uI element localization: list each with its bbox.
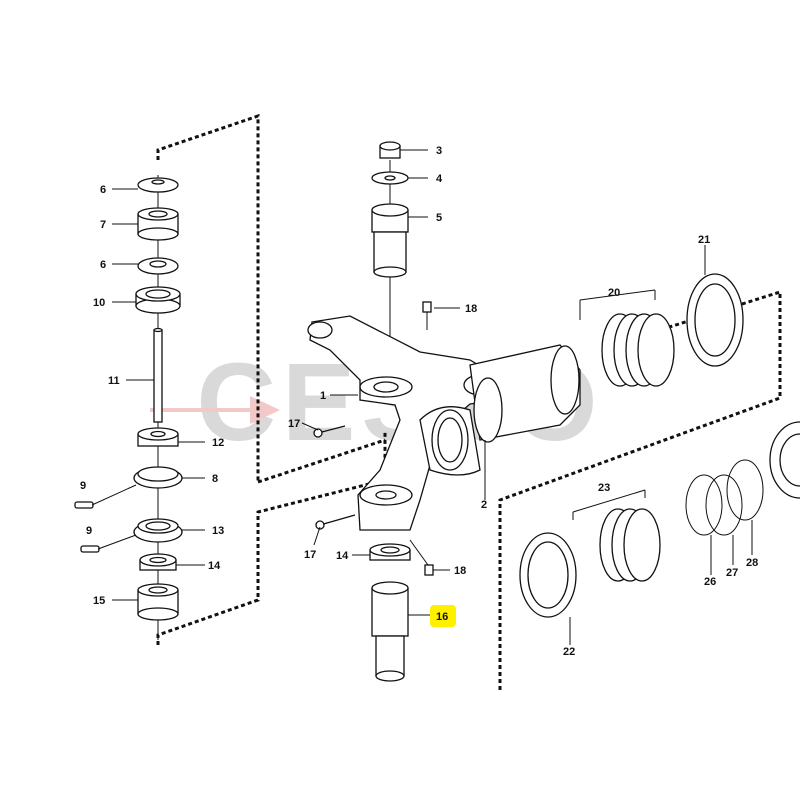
part-21-seal: [686, 273, 744, 367]
part-9-pin-b: [80, 545, 100, 553]
label-15: 15: [93, 595, 105, 607]
part-20-rings: [601, 313, 675, 387]
label-2: 2: [481, 499, 487, 511]
part-labels: 3 4 5 6 7 6 10 11 12 8 9 9 13 14 15 1 17…: [80, 145, 758, 658]
label-13: 13: [212, 525, 224, 537]
label-3: 3: [436, 145, 442, 157]
highlight-marker: [430, 605, 456, 627]
label-9-top: 9: [80, 480, 86, 492]
label-26: 26: [704, 576, 716, 588]
label-4: 4: [436, 173, 443, 185]
part-2-spindle: [469, 344, 581, 443]
label-16: 16: [436, 611, 448, 623]
part-14-washer-center: [369, 543, 411, 561]
part-10-cup: [135, 286, 181, 314]
label-1: 1: [320, 390, 326, 402]
label-5: 5: [436, 212, 442, 224]
center-stack: [369, 141, 411, 682]
label-23: 23: [598, 482, 610, 494]
label-28: 28: [746, 557, 758, 569]
part-12-nut: [137, 427, 179, 447]
label-9-bottom: 9: [86, 525, 92, 537]
part-15-bearing: [137, 583, 179, 621]
left-stack: [74, 175, 183, 640]
part-17-bolt-bottom: [315, 514, 356, 530]
part-14-washer-left: [139, 553, 177, 571]
part-8-ring: [133, 466, 183, 489]
part-27-snap-ring: [705, 474, 743, 536]
part-22-seal: [519, 532, 577, 618]
label-17-bottom: 17: [304, 549, 316, 561]
part-16-kingpin: [371, 581, 409, 682]
label-14-center: 14: [336, 550, 349, 562]
part-18-fitting-top: [422, 301, 432, 330]
label-22: 22: [563, 646, 575, 658]
part-7-bearing: [137, 207, 179, 241]
hub-partial: [769, 421, 800, 499]
label-11: 11: [108, 375, 120, 387]
part-3-nut: [379, 141, 401, 159]
label-17-top: 17: [288, 418, 300, 430]
label-27: 27: [726, 567, 738, 579]
part-13-ring: [133, 518, 183, 543]
label-21: 21: [698, 234, 710, 246]
part-6-washer-top: [137, 177, 179, 193]
label-18-top: 18: [465, 303, 477, 315]
part-11-pin: [153, 327, 163, 423]
label-14-left: 14: [208, 560, 221, 572]
part-26-snap-ring: [685, 474, 723, 536]
label-7: 7: [100, 219, 106, 231]
part-6-washer: [137, 257, 179, 275]
part-1-steering-knuckle: [307, 315, 501, 531]
label-6-lower: 6: [100, 259, 106, 271]
label-20: 20: [608, 287, 620, 299]
part-17-bolt-top: [313, 425, 346, 438]
label-18-bottom: 18: [454, 565, 466, 577]
part-18-fitting-bottom: [409, 539, 434, 576]
part-28-snap-ring: [726, 459, 764, 521]
part-5-sleeve: [371, 203, 409, 278]
label-10: 10: [93, 297, 105, 309]
watermark-arrow: [150, 396, 280, 424]
part-4-washer: [371, 171, 409, 185]
label-8: 8: [212, 473, 218, 485]
part-9-pin-a: [74, 501, 94, 509]
label-6-top: 6: [100, 184, 106, 196]
label-12: 12: [212, 437, 224, 449]
part-23-rings: [599, 508, 661, 582]
leader-lines: [91, 149, 753, 645]
